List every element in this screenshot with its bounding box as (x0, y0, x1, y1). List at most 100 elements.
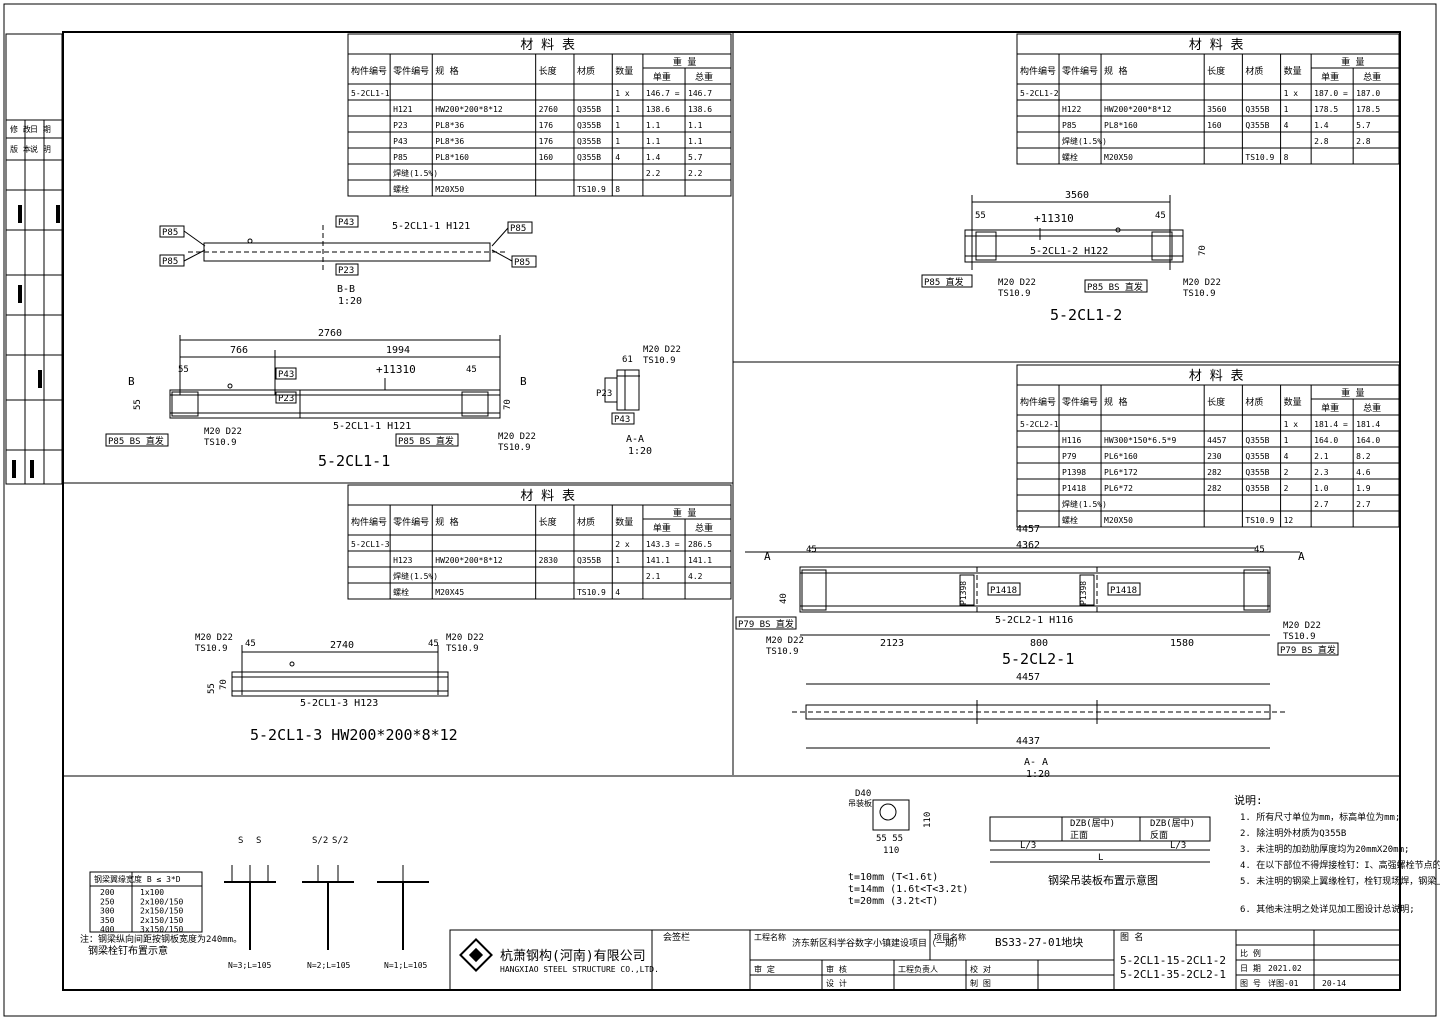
drawing-label: N=1;L=105 (384, 961, 428, 970)
drawing-label: 55 55 (876, 834, 903, 844)
stud-profile-3: S S N=3;L=105 (224, 836, 276, 970)
drawing-label: M20 D22 (195, 633, 233, 643)
table-header: 单重 (1321, 71, 1339, 83)
table-cell: P43 (393, 137, 408, 146)
drawing-label: 2021.02 (1268, 964, 1302, 973)
table-cell: 5.7 (1356, 121, 1371, 130)
table-header: 重 量 (1341, 387, 1364, 399)
table-cell: 181.4 = (1314, 420, 1348, 429)
table-cell: 178.5 (1356, 105, 1380, 114)
drawing-label: 5-2CL1-1 H121 (333, 421, 411, 432)
drawing-label: P79 BS 直发 (1280, 644, 1336, 656)
drawing-label: 4437 (1016, 736, 1040, 747)
table-cell: 2.8 (1356, 137, 1371, 146)
strip-label: 说 明 (30, 144, 51, 154)
table-cell: HW300*150*6.5*9 (1104, 436, 1176, 445)
table-header: 规 格 (1104, 396, 1127, 408)
general-notes: 说明: 1. 所有尺寸单位为mm，标高单位为mm; 2. 除注明外材质为Q355… (1234, 793, 1440, 915)
table-header: 材质 (577, 516, 595, 528)
drawing-label: 1:20 (1026, 769, 1050, 780)
table-cell: 286.5 (688, 540, 712, 549)
table-cell: 3560 (1207, 105, 1226, 114)
table-cell: P85 (1062, 121, 1077, 130)
table-header: 零件编号 (1062, 396, 1098, 408)
table-cell: Q355B (1245, 105, 1269, 114)
drawing-label: 55 (178, 365, 189, 375)
table-cell: Q355B (1245, 436, 1269, 445)
drawing-label: P79 BS 直发 (738, 618, 794, 630)
table-cell: 1 (615, 556, 620, 565)
stud-row: 350 (100, 916, 115, 925)
table-cell: M20X50 (1104, 153, 1133, 162)
drawing-label: DZB(居中) (1070, 817, 1115, 829)
table-cell: 焊缝(1.5%) (1062, 499, 1107, 509)
drawing-label: 5-2CL2-1 H116 (995, 615, 1073, 626)
table-cell: 2830 (539, 556, 558, 565)
table-cell: 4.2 (688, 572, 703, 581)
drawing-label: B (520, 375, 527, 388)
drawing-label: 40 (779, 593, 789, 604)
table-cell: PL6*160 (1104, 452, 1138, 461)
table-cell: PL6*72 (1104, 484, 1133, 493)
table-cell: Q355B (577, 153, 601, 162)
drawing-label: TS10.9 (1183, 289, 1216, 299)
table-cell: Q355B (577, 556, 601, 565)
table-cell: HW200*200*8*12 (435, 556, 503, 565)
table-header: 数量 (1284, 65, 1302, 77)
table-title: 材 料 表 (1189, 369, 1244, 384)
drawing-label: A (1298, 550, 1305, 563)
stud-row: 250 (100, 897, 115, 906)
drawing-label: 1:20 (338, 296, 362, 307)
drawing-label: 3560 (1065, 190, 1089, 201)
table-cell: 230 (1207, 452, 1222, 461)
drawing-label: TS10.9 (195, 644, 228, 654)
table-cell: 8 (615, 185, 620, 194)
drawing-label: 注：钢梁纵向间距按钢板宽度为240mm。 (80, 933, 242, 945)
table-cell: 146.7 (688, 89, 712, 98)
strip-label: 日 期 (30, 125, 51, 134)
table-cell: 螺栓 (393, 184, 409, 194)
drawing-label: P43 (278, 370, 294, 380)
drawing-label: +11310 (376, 363, 416, 376)
company-logo (459, 938, 493, 972)
table-cell: 1 (1284, 105, 1289, 114)
table-cell: 282 (1207, 484, 1222, 493)
table-header: 数量 (1284, 396, 1302, 408)
drawing-label: 2123 (880, 638, 904, 649)
table-header: 长度 (1207, 65, 1225, 77)
drawing-label: P1418 (990, 586, 1017, 596)
table-cell: TS10.9 (1245, 516, 1274, 525)
drawing-label: 45 (1254, 545, 1265, 555)
drawing-label: 审 定 (754, 964, 775, 974)
table-cell: Q355B (1245, 452, 1269, 461)
table-header: 数量 (615, 65, 633, 77)
drawing-label: 图 名 (1120, 931, 1143, 943)
drawing-label: B-B (337, 284, 355, 295)
drawing-label: 详图-01 (1268, 978, 1299, 988)
drawing-label: 6. 其他未注明之处详见加工图设计总说明; (1240, 903, 1415, 915)
drawing-label: P85 BS 直发 (398, 435, 454, 447)
table-cell: 5-2CL1-2 (1020, 89, 1059, 98)
table-cell: 2.2 (646, 169, 661, 178)
drawing-label: 70 (503, 399, 513, 410)
drawing-name-2: 5-2CL1-35-2CL2-1 (1120, 968, 1226, 981)
drawing-label: 4457 (1016, 672, 1040, 683)
table-cell: 12 (1284, 516, 1294, 525)
drawing-label: 45 (806, 545, 817, 555)
table-header: 重 量 (673, 56, 696, 68)
drawing-label: N=3;L=105 (228, 961, 272, 970)
drawing-label: 2. 除注明外材质为Q355B (1240, 827, 1346, 839)
table-cell: 146.7 = (646, 89, 680, 98)
table-header: 规 格 (1104, 65, 1127, 77)
table-cell: TS10.9 (577, 185, 606, 194)
table-cell: 4 (615, 588, 620, 597)
drawing-label: L (1098, 853, 1103, 863)
beam-elevation-cl1-3 (231, 671, 449, 697)
table-cell: PL6*172 (1104, 468, 1138, 477)
table-header: 零件编号 (393, 516, 429, 528)
drawing-label: P23 (338, 266, 354, 276)
drawing-label: S (238, 836, 243, 846)
